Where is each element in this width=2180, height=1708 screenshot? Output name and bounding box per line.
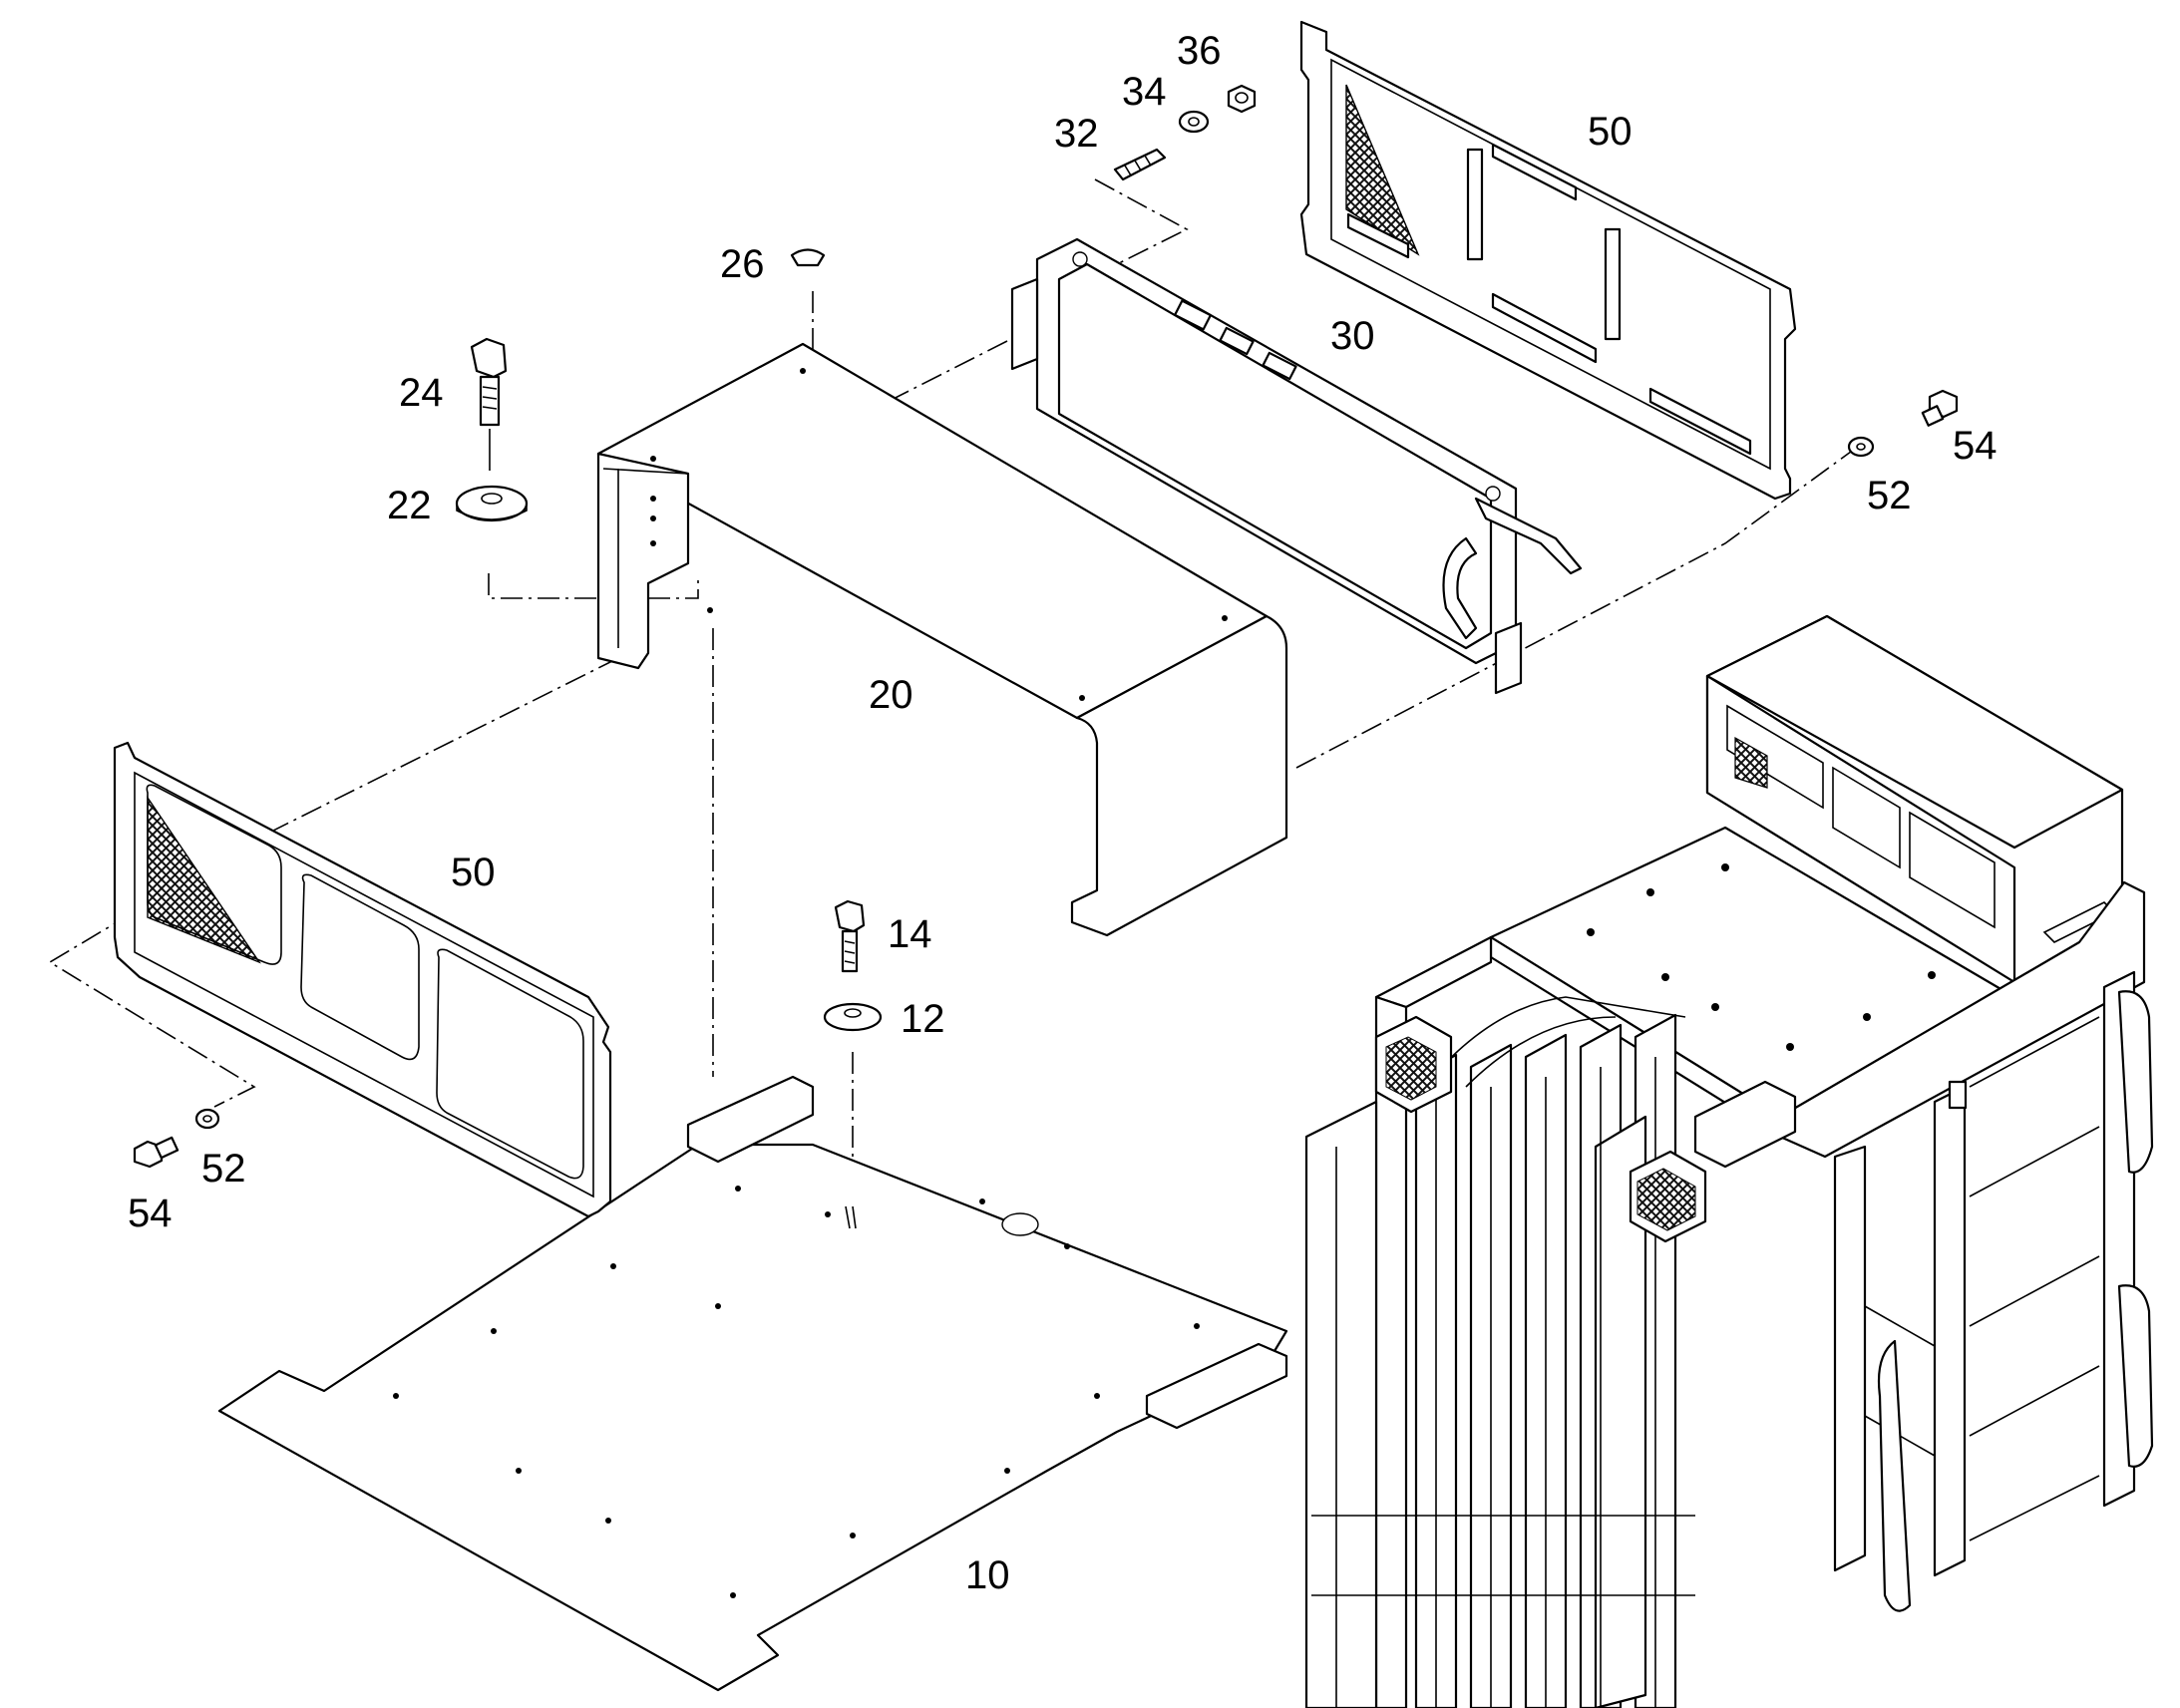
callout-32: 32 bbox=[1054, 112, 1099, 156]
callout-54-left: 54 bbox=[128, 1192, 173, 1235]
callout-50-top: 50 bbox=[1588, 110, 1633, 154]
part-24-bolt bbox=[470, 337, 508, 471]
part-54-left-screw bbox=[133, 1136, 180, 1169]
callout-50-left: 50 bbox=[451, 851, 496, 894]
callout-12: 12 bbox=[901, 997, 945, 1041]
callout-36: 36 bbox=[1177, 29, 1222, 73]
part-54-right-screw bbox=[1921, 389, 1959, 427]
part-22-washer bbox=[455, 485, 529, 522]
callout-34: 34 bbox=[1122, 70, 1167, 114]
part-20-cover bbox=[596, 342, 1288, 937]
part-50-top-panel bbox=[1299, 20, 1797, 501]
part-36-nut bbox=[1227, 84, 1257, 114]
part-34-washer bbox=[1178, 110, 1210, 134]
callout-54-right: 54 bbox=[1953, 424, 1998, 468]
callout-22: 22 bbox=[387, 484, 432, 527]
part-32-stud bbox=[1113, 148, 1167, 181]
part-10-base-plate bbox=[217, 1075, 1288, 1692]
callout-14: 14 bbox=[888, 912, 932, 956]
part-26-plug bbox=[790, 248, 826, 267]
callout-20: 20 bbox=[869, 673, 913, 717]
assembled-machine-view bbox=[1304, 614, 2154, 1708]
part-12-washer bbox=[823, 1002, 883, 1032]
callout-24: 24 bbox=[399, 371, 444, 415]
callout-26: 26 bbox=[720, 242, 765, 286]
part-50-left-panel bbox=[113, 741, 612, 1218]
part-52-right-washer bbox=[1847, 436, 1875, 458]
part-52-left-washer bbox=[194, 1108, 220, 1130]
callout-30: 30 bbox=[1330, 314, 1375, 358]
fasteners bbox=[133, 84, 1959, 1169]
callout-labels: 10 12 14 20 22 24 26 30 32 34 36 50 50 5… bbox=[128, 29, 1998, 1597]
callout-52-left: 52 bbox=[201, 1147, 246, 1191]
machine-bars bbox=[1414, 996, 1686, 1708]
part-30-frame bbox=[1010, 237, 1583, 695]
part-14-bolt bbox=[834, 899, 866, 973]
callout-52-right: 52 bbox=[1867, 474, 1912, 517]
callout-10: 10 bbox=[965, 1553, 1010, 1597]
